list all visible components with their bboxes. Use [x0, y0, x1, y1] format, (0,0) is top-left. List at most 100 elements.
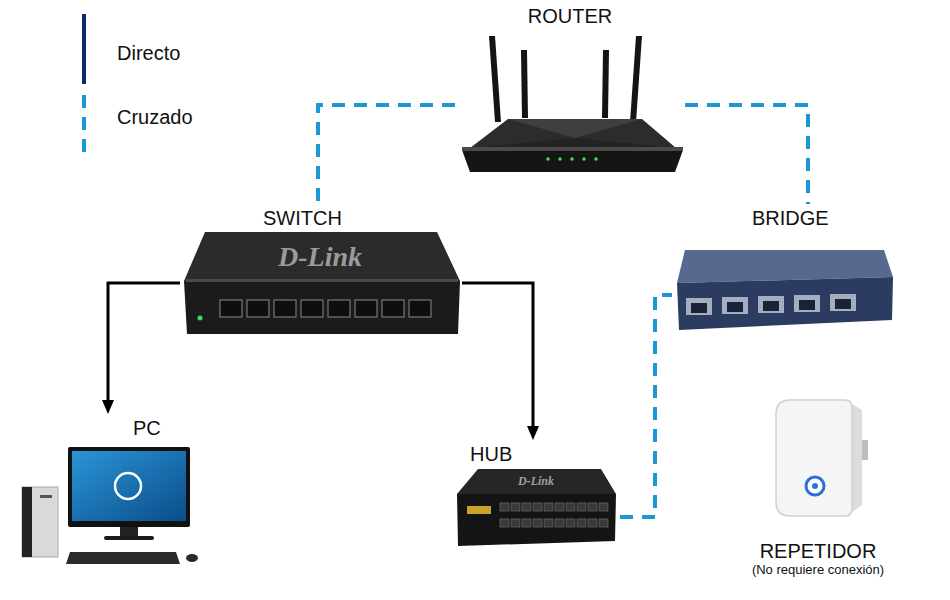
repeater-illustration — [776, 400, 868, 516]
switch-illustration-part — [184, 232, 460, 281]
device-label: SWITCH — [263, 207, 342, 230]
bridge-illustration-part — [727, 302, 743, 312]
device-node: HUB — [452, 440, 620, 548]
legend-line-sample — [82, 95, 86, 160]
pc-illustration — [22, 447, 198, 564]
pc-illustration-part — [22, 487, 58, 557]
bridge-illustration-part — [686, 298, 712, 315]
hub-illustration-part — [588, 503, 597, 511]
pc-illustration-part — [68, 447, 190, 527]
straight-cable — [462, 283, 533, 432]
hub-illustration-part — [599, 519, 608, 527]
switch-illustration-part — [409, 300, 431, 317]
hub-illustration-part — [500, 503, 509, 511]
device-label: PC — [133, 417, 161, 440]
router-illustration-part — [462, 147, 683, 151]
bridge-illustration-part — [835, 299, 851, 309]
hub-illustration-part — [544, 519, 553, 527]
device-note: (No requiere conexión) — [752, 563, 884, 578]
switch-illustration-part — [274, 300, 296, 317]
router-illustration-part — [570, 157, 574, 161]
router-illustration-part — [582, 157, 586, 161]
router-illustration-part — [558, 157, 562, 161]
bridge-illustration-part — [722, 297, 748, 314]
hub-illustration-part — [522, 503, 531, 511]
repeater-illustration-part — [806, 477, 824, 495]
repeater-illustration-part — [776, 400, 852, 516]
switch-illustration — [184, 232, 460, 334]
switch-illustration-part — [220, 300, 242, 317]
hub-illustration-part — [588, 519, 597, 527]
hub-illustration-part — [555, 503, 564, 511]
router-illustration-part — [470, 138, 676, 148]
hub-illustration-part — [511, 503, 520, 511]
router-illustration-part — [508, 119, 642, 138]
hub-illustration-part — [533, 519, 542, 527]
brand-label: D-Link — [278, 242, 362, 273]
router-illustration-part — [521, 50, 528, 118]
hub-illustration-part — [566, 519, 575, 527]
pc-illustration-part — [40, 495, 52, 498]
legend-line-sample — [82, 14, 86, 84]
device-node: PC — [18, 414, 208, 570]
hub-illustration-part — [544, 503, 553, 511]
switch-illustration-part — [355, 300, 377, 317]
device-label: ROUTER — [528, 5, 612, 28]
pc-illustration-part — [22, 487, 32, 557]
pc-illustration-part — [186, 554, 198, 562]
device-node: ROUTER — [455, 2, 685, 178]
switch-illustration-part — [198, 316, 203, 321]
bridge-illustration — [677, 250, 893, 330]
legend-text: Cruzado — [117, 106, 193, 129]
bridge-illustration-part — [794, 295, 820, 312]
device-label: HUB — [470, 443, 512, 466]
hub-illustration-part — [555, 519, 564, 527]
repeater-illustration-part — [852, 404, 862, 512]
bridge-illustration-part — [691, 303, 707, 313]
device-label: BRIDGE — [752, 207, 829, 230]
router-illustration-part — [630, 36, 642, 122]
crossover-cable — [318, 105, 455, 204]
hub-illustration-part — [457, 494, 616, 546]
hub-illustration-part — [599, 503, 608, 511]
switch-illustration-part — [328, 300, 350, 317]
switch-illustration-part — [301, 300, 323, 317]
bridge-illustration-part — [763, 301, 779, 311]
crossover-cable — [620, 295, 672, 517]
pc-illustration-part — [72, 451, 186, 521]
hub-illustration — [457, 469, 616, 546]
bridge-illustration-part — [799, 300, 815, 310]
pc-illustration-part — [66, 552, 180, 564]
pc-illustration-part — [120, 527, 138, 537]
switch-illustration-part — [184, 281, 460, 334]
device-node: BRIDGE — [672, 204, 896, 334]
device-label: REPETIDOR — [760, 540, 877, 563]
brand-label: D-Link — [518, 475, 554, 488]
pc-illustration-part — [104, 536, 154, 540]
hub-illustration-part — [577, 519, 586, 527]
hub-illustration-part — [467, 506, 491, 514]
router-illustration-part — [462, 150, 683, 172]
legend-text: Directo — [117, 42, 180, 65]
switch-illustration-part — [382, 300, 404, 317]
bridge-illustration-part — [830, 294, 856, 311]
switch-illustration-part — [247, 300, 269, 317]
hub-illustration-part — [500, 519, 509, 527]
router-illustration-part — [489, 36, 501, 122]
bridge-illustration-part — [677, 277, 893, 330]
repeater-illustration-part — [812, 483, 818, 489]
bridge-illustration-part — [758, 296, 784, 313]
hub-illustration-part — [457, 469, 616, 494]
hub-illustration-part — [522, 519, 531, 527]
hub-illustration-part — [533, 503, 542, 511]
switch-illustration-part — [186, 279, 458, 282]
hub-illustration-part — [577, 503, 586, 511]
repeater-illustration-part — [862, 440, 868, 460]
hub-illustration-part — [566, 503, 575, 511]
router-illustration-part — [594, 157, 598, 161]
crossover-cable — [685, 105, 808, 204]
router-illustration-part — [546, 157, 550, 161]
